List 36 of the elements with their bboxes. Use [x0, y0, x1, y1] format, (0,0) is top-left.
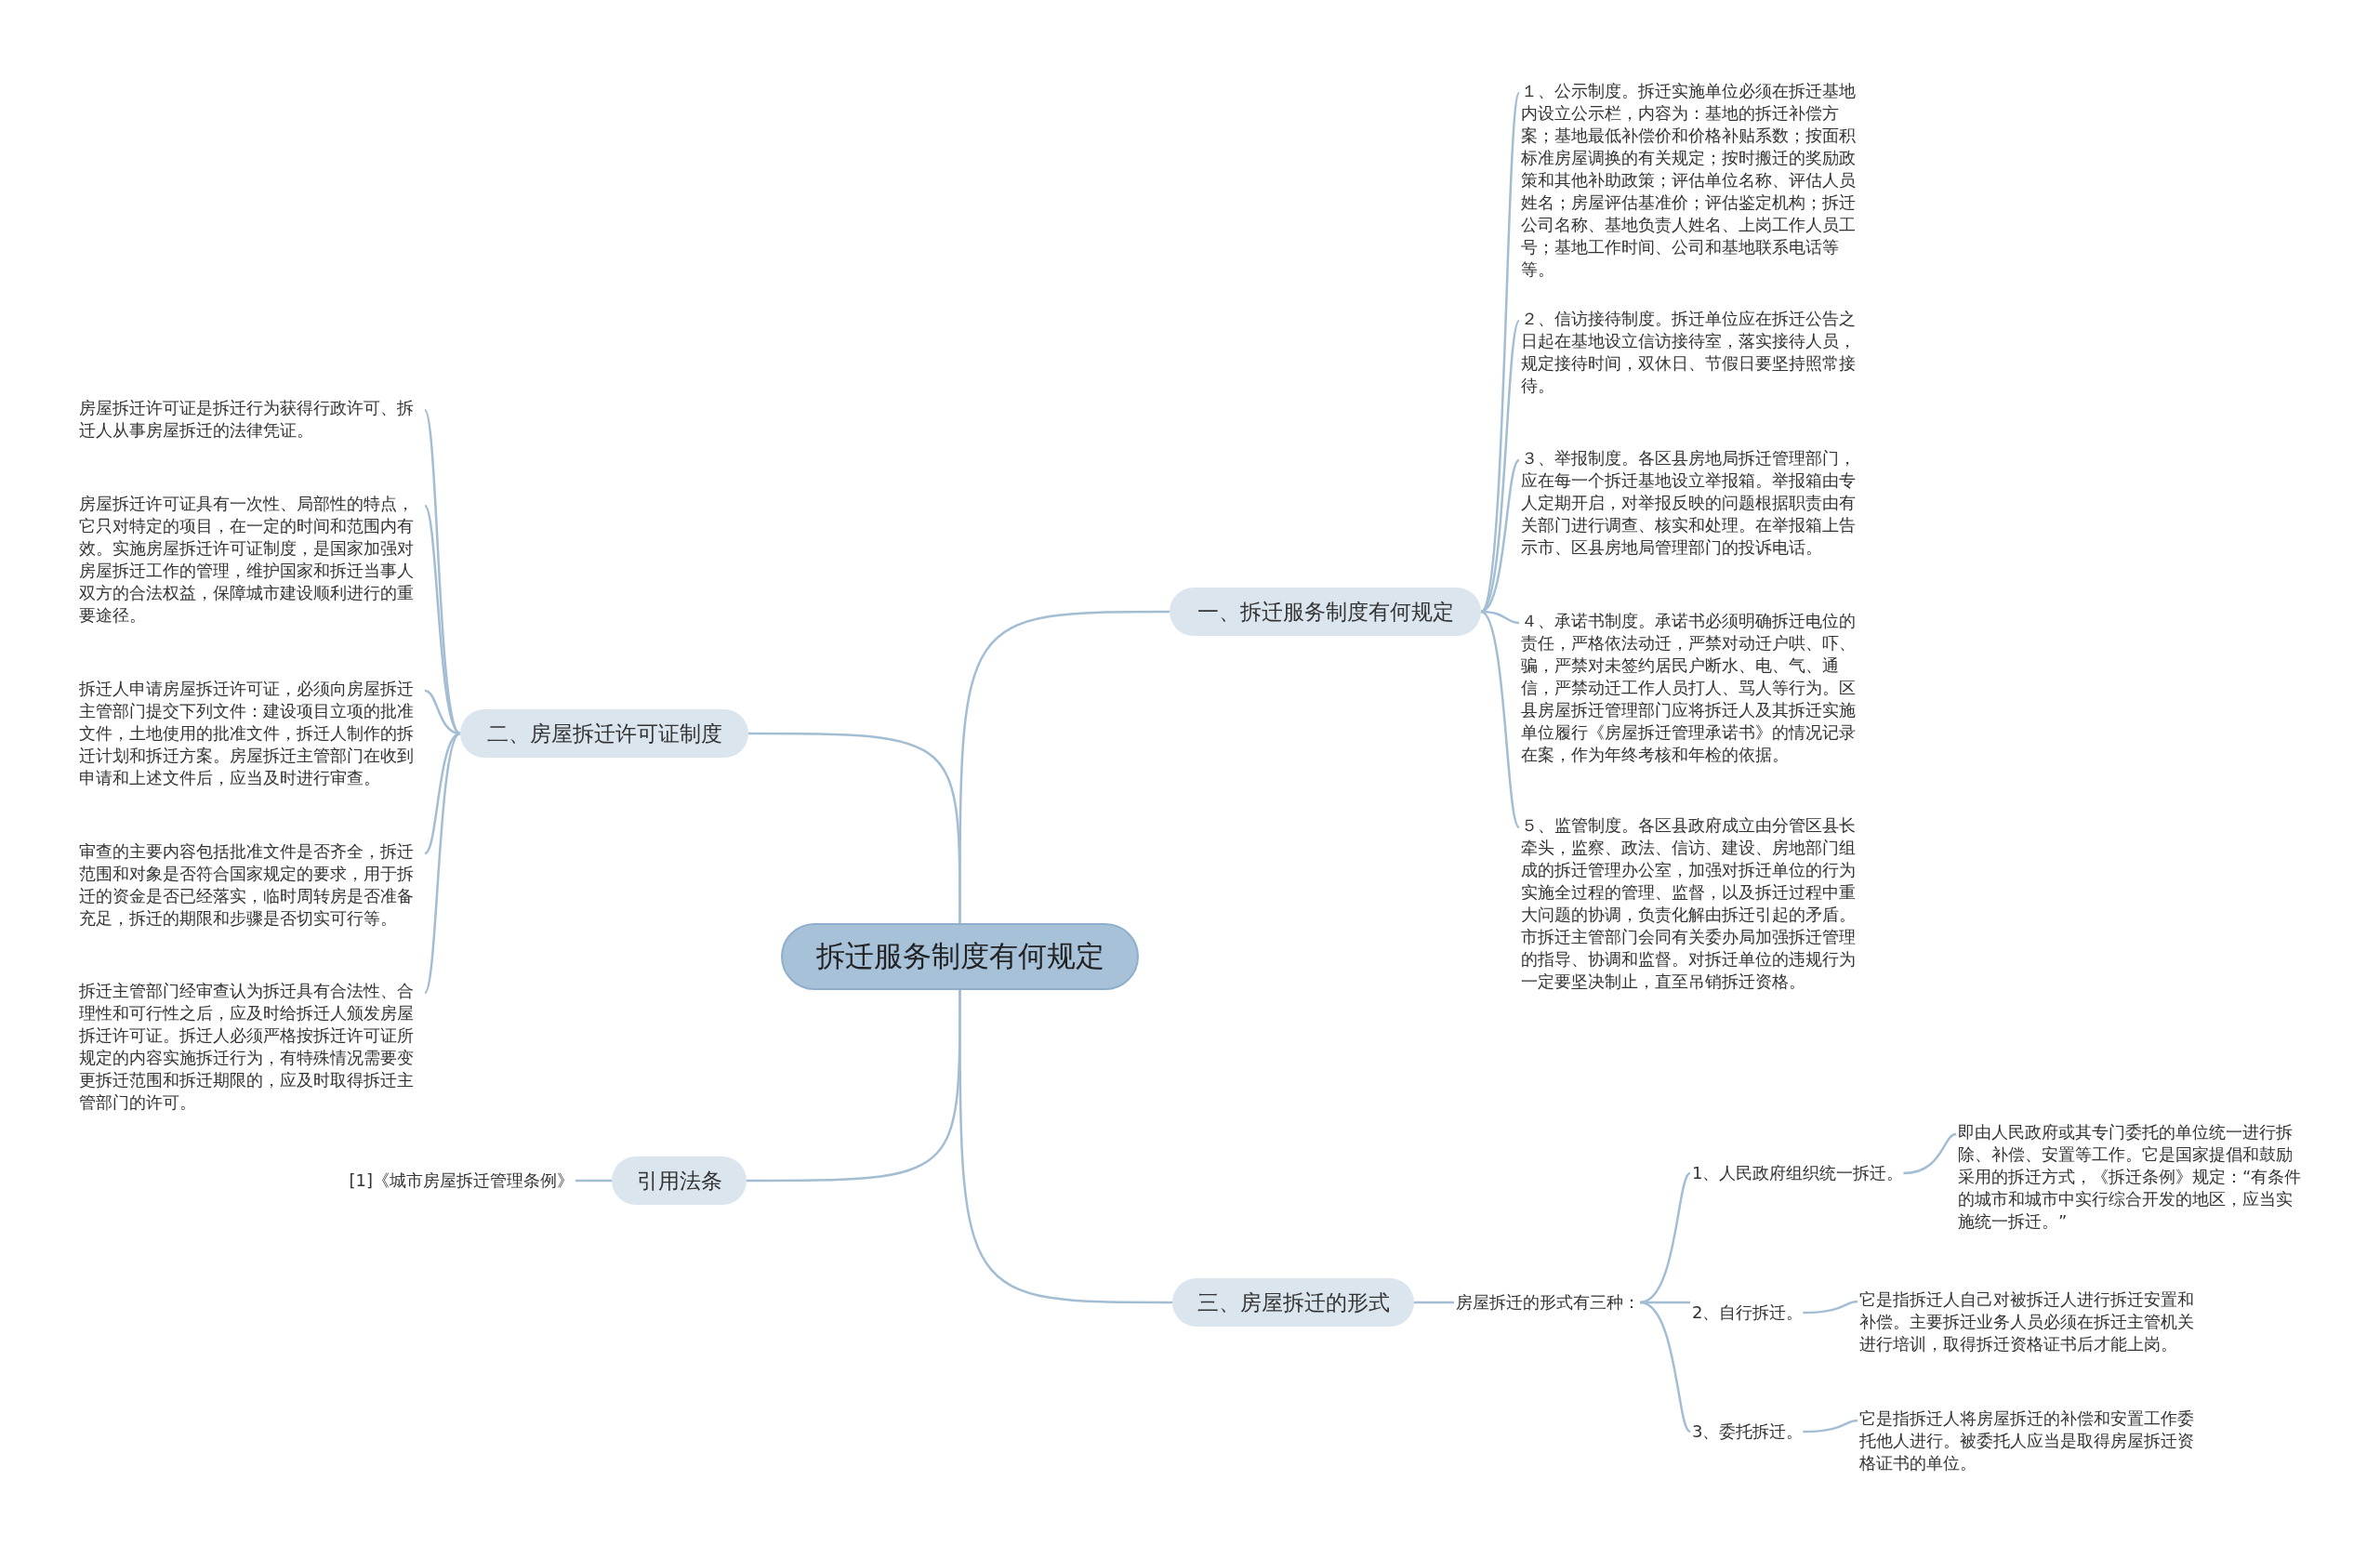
connector-line — [424, 732, 461, 854]
note-text: 它是指拆迁人自己对被拆迁人进行拆迁安置和补偿。主要拆迁业务人员必须在拆迁主管机关进行培训，取得拆迁资格证书后才能上岗。 — [1859, 1288, 2205, 1355]
note-text: １、公示制度。拆迁实施单位必须在拆迁基地内设立公示栏，内容为：基地的拆迁补偿方案；基地最低补偿价和价格补贴系数；按面积标准房屋调换的有关规定；按时搬迁的奖励政策和其他补助政策；评估单位名称、评估人员姓名；房屋评估基准价；评估鉴定机构；拆迁公司名称、基地负责人姓名、上岗工作人员工号；基地工作时间、公司和基地联系电话等等。 — [1521, 80, 1865, 281]
connector-line — [423, 733, 461, 994]
branch-topic: 引用法条 — [612, 1156, 747, 1205]
topic-text: 房屋拆迁的形式有三种： — [1456, 1291, 1640, 1314]
connector-line — [1803, 1300, 1858, 1315]
connector-line — [1480, 611, 1520, 828]
note-text: 房屋拆迁许可证是拆迁行为获得行政许可、拆迁人从事房屋拆迁的法律凭证。 — [79, 397, 423, 442]
connector-line — [1803, 1419, 1858, 1434]
note-text: ５、监管制度。各区县政府成立由分管区县长牵头，监察、政法、信访、建设、房地部门组成的拆迁管理办公室，加强对拆迁单位的行为实施全过程的管理、监督，以及拆迁过程中重大问题的协调，负责化解由拆迁引起的矛盾。市拆迁主管部门会同有关委办局加强拆迁管理的指导、协调和监督。对拆迁单位的违规行为一定要坚决制止，直至吊销拆迁资格。 — [1521, 814, 1865, 993]
topic-text: 3、委托拆迁。 — [1692, 1420, 1804, 1443]
branch-topic: 三、房屋拆迁的形式 — [1172, 1278, 1414, 1327]
note-text: ２、信访接待制度。拆迁单位应在拆迁公告之日起在基地设立信访接待室，落实接待人员，规定接待时间，双休日、节假日要坚持照常接待。 — [1521, 308, 1865, 397]
connector-line — [748, 732, 961, 923]
topic-text: 1、人民政府组织统一拆迁。 — [1692, 1162, 1904, 1184]
topic-text: 2、自行拆迁。 — [1692, 1302, 1804, 1324]
note-text: ４、承诺书制度。承诺书必须明确拆迁电位的责任，严格依法动迁，严禁对动迁户哄、吓、骗，严禁对未签约居民户断水、电、气、通信，严禁动迁工作人员打人、骂人等行为。区县房屋拆迁管理部门应将拆迁人及其拆迁实施单位履行《房屋拆迁管理承诺书》的情况记录在案，作为年终考核和年检的依据。 — [1521, 610, 1865, 766]
note-text: ３、举报制度。各区县房地局拆迁管理部门，应在每一个拆迁基地设立举报箱。举报箱由专人定期开启，对举报反映的问题根据职责由有关部门进行调查、核实和处理。在举报箱上告示市、区县房地局管理部门的投诉电话。 — [1521, 447, 1865, 559]
note-text: 它是指拆迁人将房屋拆迁的补偿和安置工作委托他人进行。被委托人应当是取得房屋拆迁资格证书的单位。 — [1859, 1407, 2205, 1474]
connector-line — [1903, 1132, 1957, 1175]
branch-topic: 二、房屋拆迁许可证制度 — [460, 709, 748, 758]
connector-line — [1639, 1172, 1691, 1304]
central-topic: 拆迁服务制度有何规定 — [781, 923, 1139, 990]
note-text: 拆迁主管部门经审查认为拆迁具有合法性、合理性和可行性之后，应及时给拆迁人颁发房屋拆迁许可证。拆迁人必须严格按拆迁许可证所规定的内容实施拆迁行为，有特殊情况需要变更拆迁范围和拆迁期限的，应及时取得拆迁主管部门的许可。 — [79, 980, 423, 1114]
note-text: 审查的主要内容包括批准文件是否齐全，拆迁范围和对象是否符合国家规定的要求，用于拆迁的资金是否已经落实，临时周转房是否准备充足，拆迁的期限和步骤是否切实可行等。 — [79, 840, 423, 930]
note-text: 拆迁人申请房屋拆迁许可证，必须向房屋拆迁主管部门提交下列文件：建设项目立项的批准文件，土地使用的批准文件，拆迁人制作的拆迁计划和拆迁方案。房屋拆迁主管部门在收到申请和上述文件后，应当及时进行审查。 — [79, 678, 423, 789]
connector-line — [423, 505, 461, 734]
note-text: 房屋拆迁许可证具有一次性、局部性的特点，它只对特定的项目，在一定的时间和范围内有效。实施房屋拆迁许可证制度，是国家加强对房屋拆迁工作的管理，维护国家和拆迁当事人双方的合法权益，保障城市建设顺利进行的重要途径。 — [79, 493, 423, 627]
connector-line — [1414, 1301, 1454, 1304]
connector-line — [1639, 1301, 1691, 1433]
branch-topic: 一、拆迁服务制度有何规定 — [1170, 588, 1481, 636]
connector-line — [575, 1179, 612, 1183]
connector-line — [959, 990, 1172, 1304]
citation-text: [1]《城市房屋拆迁管理条例》 — [346, 1169, 574, 1192]
note-text: 即由人民政府或其专门委托的单位统一进行拆除、补偿、安置等工作。它是国家提倡和鼓励采用的拆迁方式，《拆迁条例》规定：“有条件的城市和城市中实行综合开发的地区，应当实施统一拆迁。” — [1958, 1121, 2304, 1233]
